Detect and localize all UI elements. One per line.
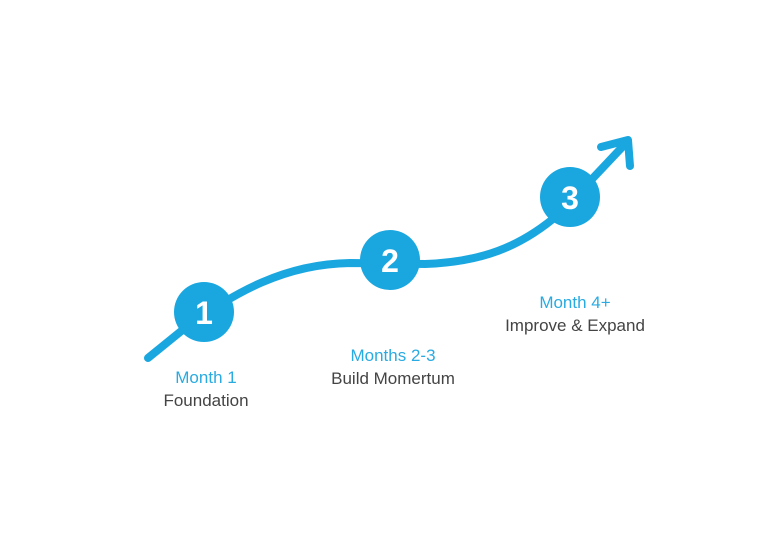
step-marker-2: 2: [360, 230, 420, 290]
step-label-2: Months 2-3 Build Momertum: [331, 345, 455, 391]
step-marker-1: 1: [174, 282, 234, 342]
arrow-up-right-icon: [597, 136, 634, 170]
step-marker-3: 3: [540, 167, 600, 227]
step-subtitle: Improve & Expand: [505, 316, 645, 335]
step-number: 2: [381, 243, 399, 279]
step-label-1: Month 1 Foundation: [163, 367, 248, 413]
step-subtitle: Build Momertum: [331, 369, 455, 388]
step-subtitle: Foundation: [163, 391, 249, 410]
step-number: 1: [195, 295, 213, 331]
step-number: 3: [561, 180, 579, 216]
step-title: Month 4+: [539, 293, 611, 312]
step-label-3: Month 4+ Improve & Expand: [505, 292, 645, 338]
step-title: Month 1: [175, 368, 237, 387]
step-title: Months 2-3: [350, 346, 436, 365]
